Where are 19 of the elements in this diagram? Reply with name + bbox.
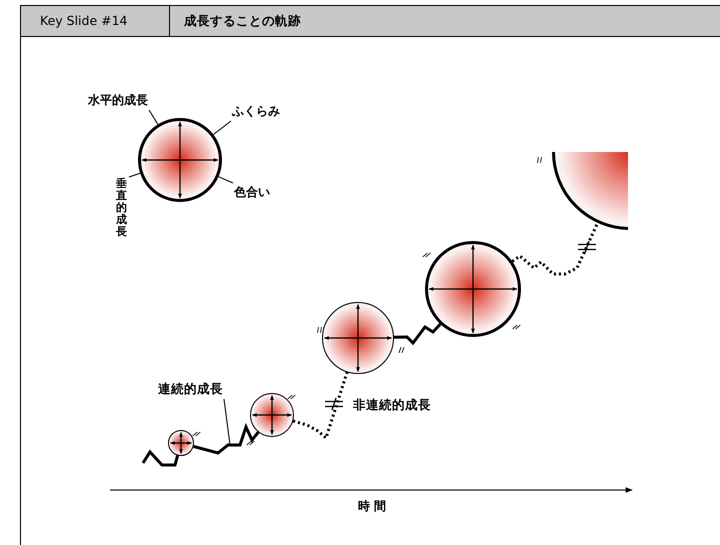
trajectory-line bbox=[142, 450, 180, 466]
leader-line bbox=[128, 172, 141, 178]
header-label: Key Slide #14 bbox=[40, 13, 128, 28]
axis-label: 時 間 bbox=[358, 498, 386, 515]
annotation-text: 色合い bbox=[234, 184, 270, 201]
leader-line bbox=[218, 176, 234, 184]
annotation-text: 連続的成長 bbox=[158, 381, 223, 398]
trajectory-line bbox=[193, 422, 260, 455]
slide-title: 成長することの軌跡 bbox=[184, 13, 301, 30]
annotation-text: 垂直的成長 bbox=[116, 178, 128, 238]
leader-line bbox=[148, 110, 158, 125]
annotation-text: 水平的成長 bbox=[88, 92, 148, 109]
annotation-text: 非連続的成長 bbox=[353, 397, 431, 414]
trajectory-line bbox=[292, 372, 348, 441]
annotation-text: ふくらみ bbox=[232, 103, 280, 120]
trajectory-line bbox=[511, 222, 599, 276]
leader-line bbox=[212, 120, 232, 135]
leader-line bbox=[224, 398, 230, 446]
trajectory-line bbox=[394, 323, 442, 346]
